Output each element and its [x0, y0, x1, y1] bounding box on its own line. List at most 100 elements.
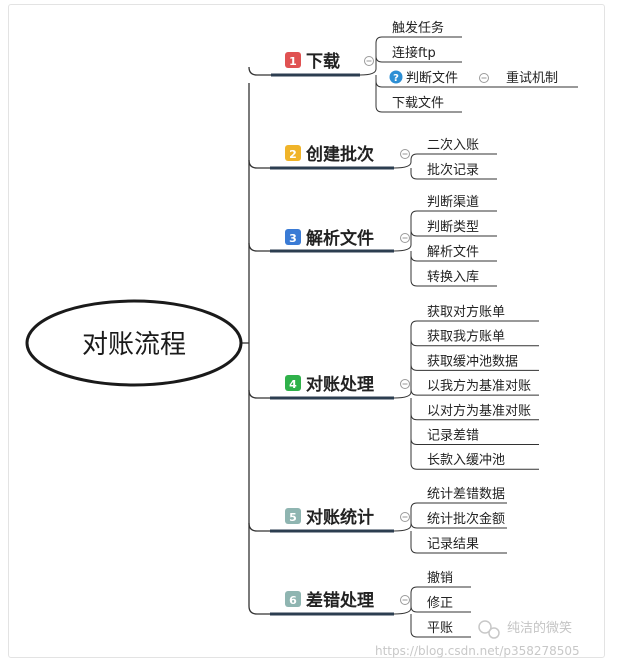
branch-node-4[interactable]: 4 对账处理	[270, 374, 410, 400]
leaf-label: 批次记录	[427, 162, 479, 178]
leaf-label: 获取我方账单	[427, 329, 505, 345]
leaf-label: 解析文件	[427, 245, 479, 260]
leaf-label: 获取对方账单	[427, 304, 505, 320]
leaf-node[interactable]: 判断渠道	[417, 195, 497, 212]
child-connector	[393, 153, 418, 169]
leaf-label: 以我方为基准对账	[427, 378, 531, 394]
branch-node-6[interactable]: 6 差错处理	[270, 590, 410, 616]
branch-connector	[248, 159, 270, 169]
leaf-label: 二次入账	[427, 137, 479, 153]
leaf-label: 以对方为基准对账	[427, 403, 531, 419]
child-connector	[410, 614, 418, 638]
branch-number: 1	[289, 55, 297, 68]
branch-connector	[248, 522, 270, 532]
branch-connector	[248, 66, 271, 76]
leaf-node-retry[interactable]: 重试机制	[468, 70, 578, 88]
branch-number: 4	[289, 378, 297, 391]
leaf-label: 下载文件	[392, 96, 444, 111]
svg-text:?: ?	[393, 73, 399, 84]
leaf-node[interactable]: 撤销	[417, 570, 471, 588]
branch-label: 差错处理	[306, 590, 374, 611]
branch-label: 下载	[306, 51, 340, 72]
branch-label: 对账处理	[306, 374, 374, 395]
leaf-node[interactable]: 批次记录	[417, 162, 497, 180]
wechat-icon	[478, 620, 500, 639]
child-connector	[410, 531, 418, 554]
branch-number-badge: 2	[285, 145, 301, 161]
collapse-toggle-icon[interactable]	[479, 73, 489, 83]
leaf-node[interactable]: 统计差错数据	[417, 487, 507, 504]
branch-number-badge: 1	[285, 52, 301, 68]
collapse-toggle-icon[interactable]	[400, 595, 410, 605]
leaf-label: 统计批次金额	[427, 511, 505, 527]
collapse-toggle-icon[interactable]	[400, 149, 410, 159]
child-connector	[375, 75, 383, 113]
leaf-node[interactable]: 记录结果	[417, 537, 507, 554]
branch-connector	[248, 605, 270, 615]
branch-connector	[248, 389, 270, 399]
leaf-node[interactable]: 获取缓冲池数据	[417, 354, 539, 371]
branch-number-badge: 4	[285, 375, 301, 391]
leaf-label: 获取缓冲池数据	[427, 354, 518, 369]
leaf-label: 转换入库	[427, 269, 479, 285]
branch-node-1[interactable]: 1 下载	[271, 51, 374, 77]
leaf-node[interactable]: 获取对方账单	[417, 304, 539, 322]
leaf-node[interactable]: 触发任务	[382, 20, 462, 38]
leaf-node[interactable]: 长款入缓冲池	[417, 453, 539, 470]
child-connector	[410, 168, 418, 180]
leaf-label: 连接ftp	[392, 45, 436, 61]
leaf-node[interactable]: 下载文件	[382, 96, 462, 113]
branch-label: 解析文件	[306, 228, 374, 249]
leaf-label: 修正	[427, 596, 453, 611]
branch-number-badge: 3	[285, 229, 301, 245]
branch-number: 3	[289, 232, 297, 245]
child-connector	[359, 36, 383, 76]
collapse-toggle-icon[interactable]	[400, 512, 410, 522]
leaf-label: 撤销	[427, 570, 453, 586]
leaf-label: 重试机制	[506, 70, 558, 86]
branch-label: 创建批次	[305, 144, 374, 165]
watermark: 纯洁的微笑 https://blog.csdn.net/p358278505	[375, 620, 580, 658]
root-label: 对账流程	[82, 330, 186, 360]
child-connector	[393, 502, 418, 532]
leaf-label: 统计差错数据	[427, 487, 505, 502]
collapse-toggle-icon[interactable]	[400, 379, 410, 389]
leaf-label: 判断类型	[427, 220, 479, 235]
leaf-node[interactable]: 修正	[417, 596, 471, 613]
branch-number: 6	[289, 594, 297, 607]
leaf-node[interactable]: ? 判断文件	[382, 70, 489, 88]
leaf-node[interactable]: 以我方为基准对账	[417, 378, 539, 396]
connector-lines	[241, 36, 418, 638]
child-connector	[393, 320, 418, 399]
leaf-node[interactable]: 连接ftp	[382, 45, 462, 63]
branch-number: 5	[289, 511, 297, 524]
branch-label: 对账统计	[306, 507, 374, 528]
leaf-label: 判断渠道	[427, 195, 479, 210]
leaf-node[interactable]: 以对方为基准对账	[417, 403, 539, 421]
branch-node-5[interactable]: 5 对账统计	[270, 507, 410, 533]
root-node[interactable]: 对账流程	[25, 299, 243, 387]
branch-node-3[interactable]: 3 解析文件	[270, 228, 410, 253]
root-ellipse	[25, 299, 243, 387]
collapse-toggle-icon[interactable]	[400, 233, 410, 243]
leaf-node[interactable]: 获取我方账单	[417, 329, 539, 347]
branch-number-badge: 6	[285, 591, 301, 607]
leaf-node[interactable]: 解析文件	[417, 245, 497, 262]
leaf-node[interactable]: 判断类型	[417, 220, 497, 237]
collapse-toggle-icon[interactable]	[364, 56, 374, 66]
leaf-node[interactable]: 转换入库	[417, 269, 497, 287]
leaf-node[interactable]: 统计批次金额	[417, 511, 507, 529]
leaf-node[interactable]: 平账	[417, 621, 471, 638]
child-connector	[393, 586, 418, 615]
leaf-label: 记录差错	[427, 429, 479, 444]
leaf-label: 触发任务	[392, 20, 444, 36]
leaf-label: 长款入缓冲池	[427, 453, 505, 468]
leaf-label: 记录结果	[427, 537, 479, 552]
leaf-node[interactable]: 二次入账	[417, 137, 497, 155]
branch-number-badge: 5	[285, 508, 301, 524]
leaf-node[interactable]: 记录差错	[417, 429, 539, 445]
leaf-label: 判断文件	[406, 71, 458, 86]
